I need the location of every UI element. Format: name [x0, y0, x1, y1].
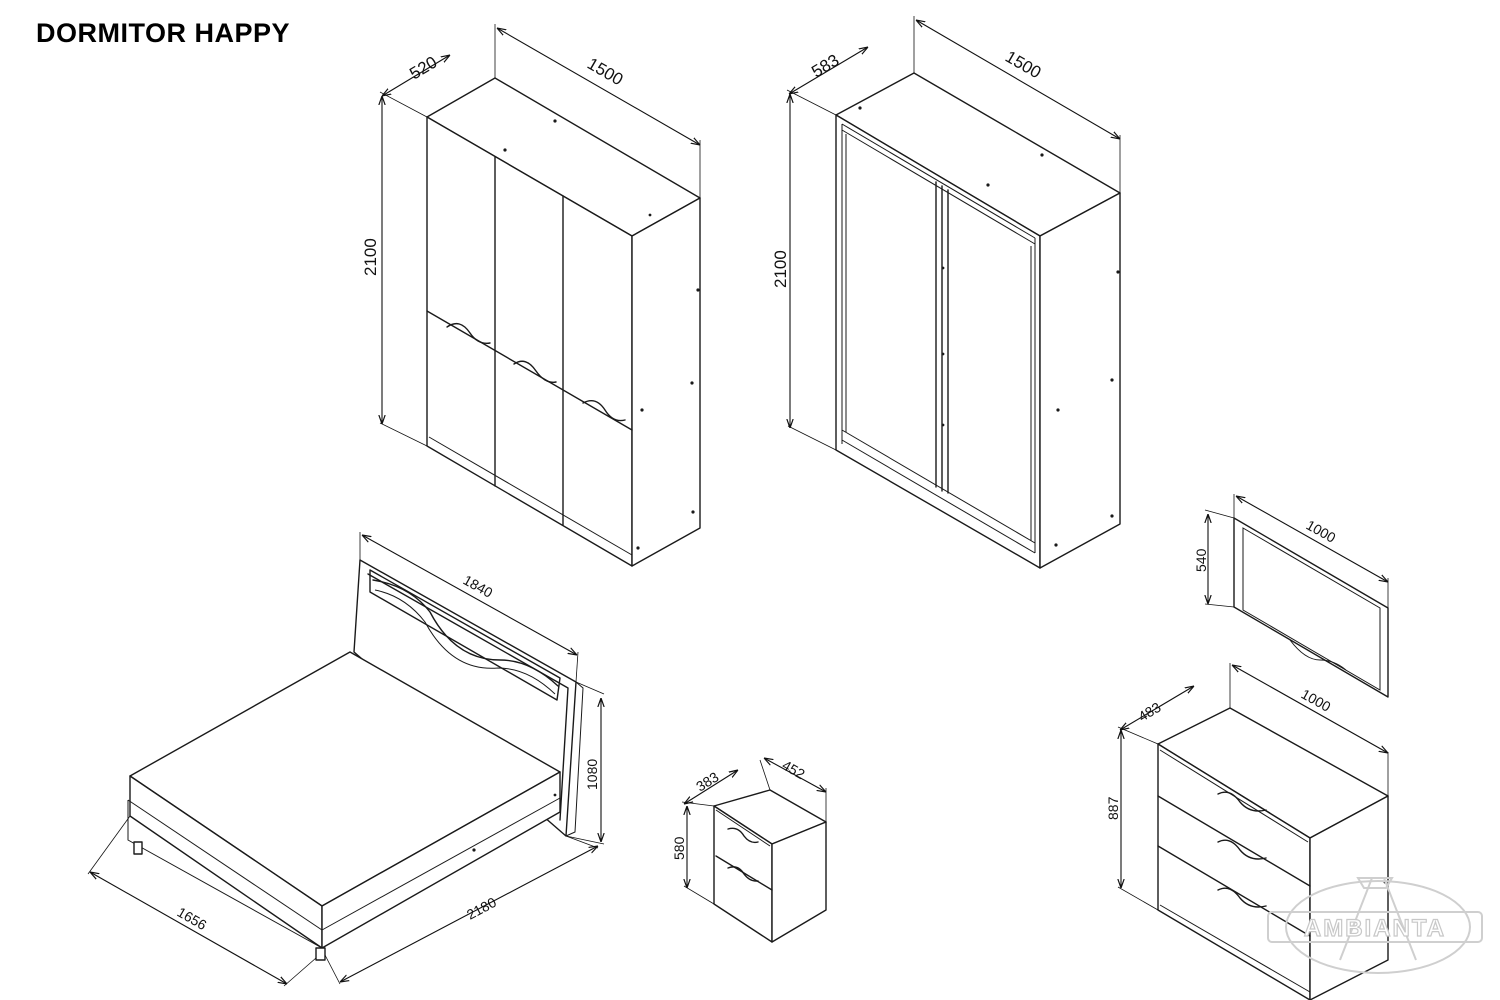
mirror-height-label: 540 [1193, 548, 1209, 572]
bed-length-label: 2180 [464, 894, 499, 923]
nightstand-width-label: 452 [780, 757, 808, 783]
logo-text: AMBIANTA [1304, 915, 1446, 942]
bed-width-label: 1656 [175, 904, 210, 934]
bed-height-label: 1080 [584, 759, 600, 790]
bed: 1840 1080 1656 2180 [87, 532, 604, 987]
nightstand-height-label: 580 [671, 836, 687, 860]
wardrobe-sliding-doors: 583 1500 2100 [771, 16, 1120, 569]
mirror: 1000 540 [1193, 494, 1388, 698]
wardrobe-sliding-depth-label: 583 [808, 51, 842, 82]
wardrobe-six-doors-width-label: 1500 [584, 54, 626, 89]
nightstand-depth-label: 383 [693, 768, 721, 794]
page-title: DORMITOR HAPPY [36, 18, 290, 48]
wardrobe-sliding-width-label: 1500 [1002, 47, 1044, 82]
dresser: 1000 483 887 [1105, 663, 1388, 1000]
bed-headboard-label: 1840 [461, 572, 496, 601]
dresser-depth-label: 483 [1135, 699, 1163, 725]
mirror-width-label: 1000 [1304, 517, 1339, 546]
ambianta-logo: AMBIANTA [1267, 877, 1483, 974]
nightstand: 383 452 580 [671, 757, 826, 943]
wardrobe-six-doors: 520 1500 2100 [361, 24, 700, 567]
wardrobe-six-doors-height-label: 2100 [361, 238, 380, 276]
dresser-height-label: 887 [1105, 796, 1121, 820]
wardrobe-sliding-height-label: 2100 [771, 250, 790, 288]
dresser-width-label: 1000 [1299, 686, 1334, 715]
